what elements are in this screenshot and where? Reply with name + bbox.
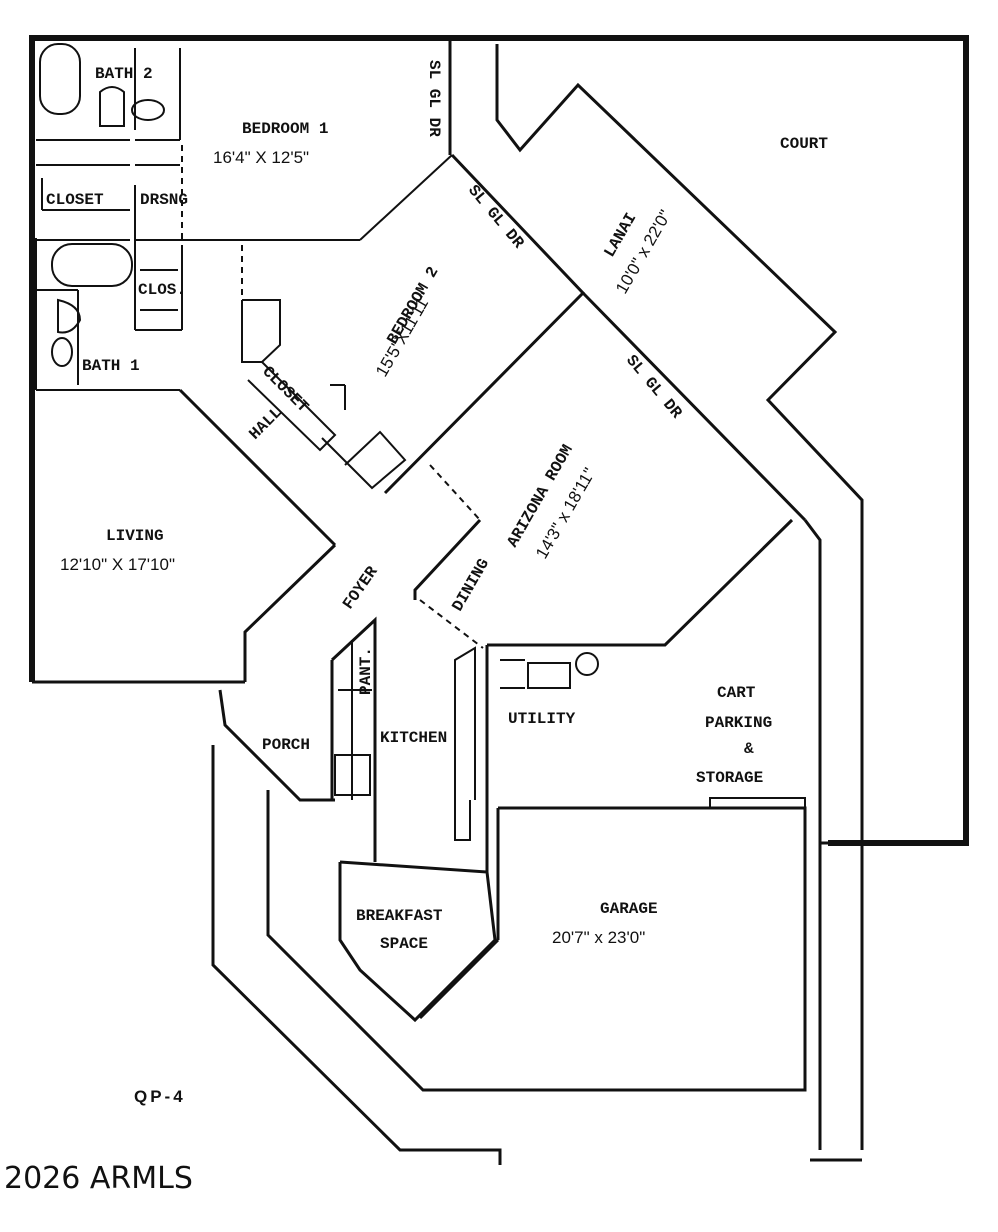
porch-label: PORCH — [262, 736, 310, 754]
dining-label: DINING — [449, 556, 493, 615]
garage-label: GARAGE — [600, 900, 658, 918]
bedroom1-dims: 16'4" X 12'5" — [213, 148, 309, 167]
cart-label-line3: & — [744, 740, 754, 758]
cart-label-line2: PARKING — [705, 714, 772, 732]
garage-dims: 20'7" x 23'0" — [552, 928, 645, 947]
range-icon — [334, 754, 371, 796]
closet2-label: CLOS. — [138, 281, 186, 299]
bath1-label: BATH 1 — [82, 357, 140, 375]
toilet-icon — [57, 298, 82, 334]
pantry-label: PANT. — [357, 647, 375, 695]
room-labels: BATH 2 BEDROOM 1 16'4" X 12'5" CLOSET DR… — [46, 65, 828, 953]
toilet-icon — [99, 86, 125, 127]
closet1-label: CLOSET — [46, 191, 104, 209]
garage-walls — [418, 652, 862, 1162]
bedroom2-door-label: SL GL DR — [464, 182, 527, 253]
kitchen-label: KITCHEN — [380, 729, 447, 747]
dressing-label: DRSNG — [140, 191, 188, 209]
outer-boundary — [29, 35, 969, 846]
foyer-label: FOYER — [339, 563, 382, 613]
top-door-label: SL GL DR — [425, 60, 443, 137]
bedroom-wing-walls — [35, 43, 453, 391]
living-dims: 12'10" X 17'10" — [60, 555, 175, 574]
living-label: LIVING — [106, 527, 164, 545]
breakfast-label-line1: BREAKFAST — [356, 907, 443, 925]
cart-label-line1: CART — [717, 684, 756, 702]
sink-icon — [51, 337, 73, 367]
water-heater-icon — [575, 652, 599, 676]
bedroom2-walls — [178, 153, 586, 547]
closet3-label: CLOSET — [258, 363, 312, 417]
plan-id: QP-4 — [134, 1087, 186, 1106]
breakfast-label-line2: SPACE — [380, 935, 428, 953]
bath2-label: BATH 2 — [95, 65, 153, 83]
living-foyer-walls — [211, 543, 530, 1165]
utility-label: UTILITY — [508, 710, 576, 728]
kitchen-walls — [330, 616, 497, 1023]
lanai-walls — [413, 38, 864, 1150]
sink-icon — [131, 99, 165, 121]
court-label: COURT — [780, 135, 828, 153]
bathtub-icon — [51, 243, 133, 287]
washer-icon — [527, 662, 571, 689]
cart-label-line4: STORAGE — [696, 769, 763, 787]
bedroom1-label: BEDROOM 1 — [242, 120, 328, 138]
watermark: 2026 ARMLS — [4, 1161, 193, 1196]
bathtub-icon — [39, 43, 81, 115]
